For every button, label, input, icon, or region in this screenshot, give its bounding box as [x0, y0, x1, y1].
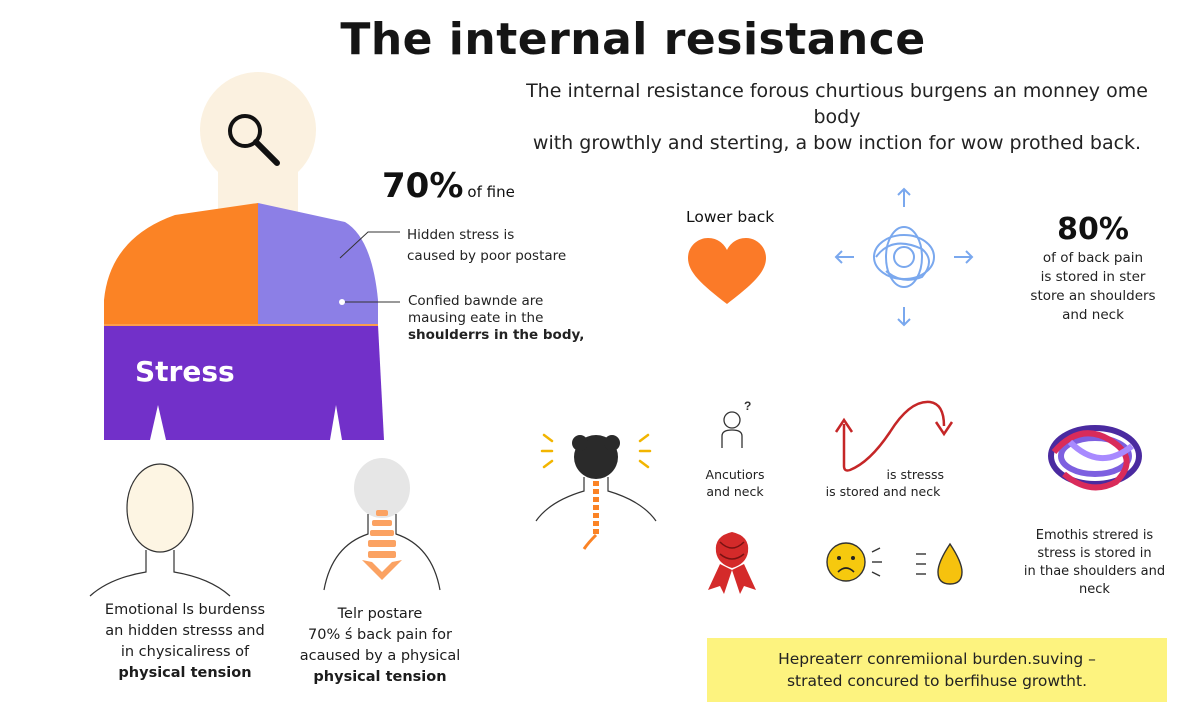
- callout-line: Hidden stress is: [407, 227, 515, 243]
- callout-line: caused by poor postare: [407, 248, 567, 264]
- intro-text: The internal resistance forous churtious…: [512, 78, 1162, 156]
- banner-line: strated concured to berfihuse growtht.: [786, 672, 1088, 690]
- text-line: stress is stored in: [1037, 546, 1152, 561]
- glowing-head-spine-icon: [535, 433, 657, 550]
- text-line: Emotional ls burdenss: [104, 602, 266, 618]
- caption-line: and neck: [1062, 307, 1124, 323]
- callout-line: mausing eate in the: [408, 310, 544, 326]
- text-line: is stresss: [886, 467, 944, 482]
- emotional-text: Emotional ls burdenss an hidden stresss …: [60, 600, 310, 684]
- outline-head-icon: [89, 463, 231, 597]
- sad-face-icon: [826, 542, 882, 582]
- text-line: an hidden stresss and: [105, 623, 265, 639]
- callout-line: shoulderrs in the body,: [408, 327, 585, 343]
- knot-arrows-icon: [834, 187, 974, 327]
- callout-confined: Confied bawnde are mausing eate in the s…: [408, 293, 584, 344]
- ribbon-knot-icon: [708, 532, 756, 594]
- posture-text: Telr postare 70% ś back pain for acaused…: [280, 604, 480, 688]
- is-stressed-text: is stresss is stored and neck: [818, 466, 948, 500]
- text-line: and neck: [706, 484, 764, 499]
- intro-line: The internal resistance forous churtious…: [526, 80, 1148, 128]
- page-title: The internal resistance: [340, 14, 926, 65]
- caption-line: of of back pain: [1042, 250, 1144, 266]
- search-icon: [228, 114, 280, 166]
- right-note: Emothis strered is stress is stored in i…: [1012, 527, 1177, 599]
- callout-line: Confied bawnde are: [408, 293, 544, 309]
- text-line: in thae shoulders and: [1023, 564, 1166, 579]
- text-line: is stored and neck: [825, 484, 941, 499]
- drop-icon: [916, 542, 963, 585]
- heart-icon: [688, 238, 766, 304]
- stat-80: 80% of of back pain is stored in ster st…: [1008, 212, 1178, 325]
- lower-back-label: Lower back: [686, 208, 775, 226]
- text-line: in chysicaliress of: [120, 644, 250, 660]
- text-line: acaused by a physical: [299, 648, 461, 664]
- torso-label: Stress: [135, 355, 235, 388]
- text-line: Emothis strered is: [1035, 528, 1154, 543]
- stat-80-number: 80%: [1057, 212, 1129, 247]
- text-line: physical tension: [118, 665, 252, 681]
- caption-line: is stored in ster: [1040, 269, 1146, 285]
- text-line: Ancutiors: [705, 467, 765, 482]
- summary-banner: Hepreaterr conremiional burden.suving – …: [707, 638, 1167, 702]
- text-line: neck: [1079, 582, 1110, 597]
- question-mark: ?: [744, 399, 751, 413]
- stat-70-suffix: of fine: [467, 183, 515, 201]
- curved-arrows-icon: [834, 400, 954, 472]
- stat-70-number: 70%: [382, 166, 464, 206]
- tangled-knot-icon: [1048, 425, 1142, 491]
- ancutiors-text: Ancutiors and neck: [680, 466, 790, 500]
- banner-line: Hepreaterr conremiional burden.suving –: [778, 650, 1096, 668]
- text-line: Telr postare: [337, 606, 423, 622]
- stat-80-caption: of of back pain is stored in ster store …: [1008, 249, 1178, 325]
- caption-line: store an shoulders: [1030, 288, 1156, 304]
- text-line: physical tension: [313, 669, 447, 685]
- text-line: 70% ś back pain for: [308, 627, 452, 643]
- intro-line: with growthly and sterting, a bow inctio…: [532, 132, 1142, 154]
- person-question-icon: ?: [721, 399, 751, 448]
- callout-hidden: Hidden stress is caused by poor postare: [407, 225, 566, 267]
- spine-figure-icon: [323, 458, 441, 591]
- stat-70: 70%of fine: [382, 166, 515, 206]
